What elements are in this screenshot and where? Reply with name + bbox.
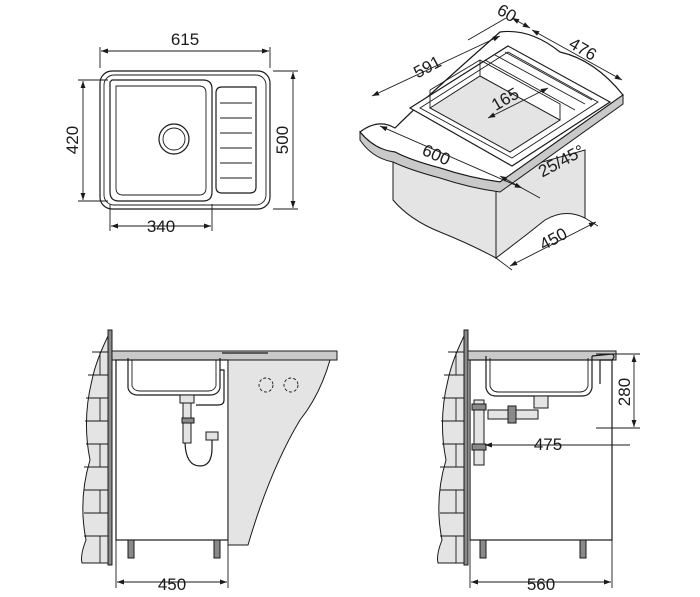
bowl-outline — [109, 79, 213, 202]
side-view: 280 475 560 — [437, 329, 640, 594]
dim-line-476 — [531, 29, 623, 81]
dim-front-cabinet: 450 — [158, 575, 186, 594]
front-view: 450 — [81, 329, 338, 594]
brick-wall — [81, 331, 111, 564]
side-trap — [473, 399, 485, 466]
dim-top-depth: 500 — [273, 126, 292, 154]
side-cabinet — [469, 359, 613, 541]
dim-side-height: 280 — [615, 378, 634, 406]
sink-outline — [99, 70, 271, 210]
top-view: 615 500 420 340 — [63, 30, 298, 236]
dim-line-radius — [499, 175, 541, 199]
dim-line-591 — [371, 35, 501, 97]
dim-iso-width: 591 — [410, 52, 444, 82]
dim-top-width: 615 — [171, 30, 199, 49]
dim-bowl-width: 340 — [147, 217, 175, 236]
tap-hole-left — [258, 377, 274, 393]
drainer-area — [215, 86, 257, 194]
dim-side-depth: 560 — [527, 575, 555, 594]
side-brick-wall — [437, 331, 467, 564]
dim-bowl-depth: 420 — [63, 126, 82, 154]
tap-hole-right — [283, 377, 299, 393]
dim-line-165 — [487, 87, 549, 119]
dim-line-600 — [379, 125, 523, 189]
front-worktop — [111, 350, 338, 361]
overflow-pipe — [196, 369, 225, 406]
drain-circle — [158, 123, 190, 155]
dim-line-60 — [511, 17, 531, 29]
front-bowl — [127, 358, 221, 396]
isometric-view: 60 476 591 165 600 25/45° 450 — [359, 0, 624, 271]
dim-line-iso-450 — [509, 221, 597, 267]
dim-side-drain: 475 — [534, 435, 562, 454]
cabinet-cutaway — [227, 359, 331, 546]
